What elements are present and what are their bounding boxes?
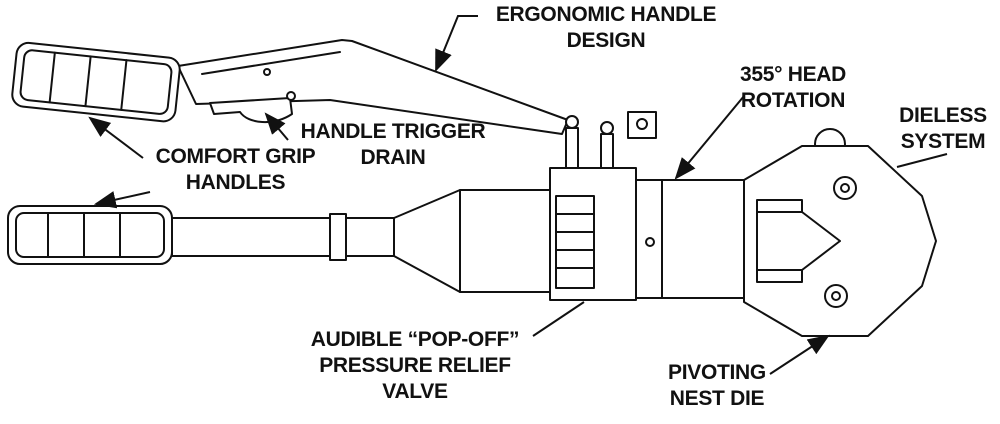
label-line: 355° HEAD	[739, 63, 847, 86]
upper-grip	[11, 41, 181, 123]
label-line: SYSTEM	[900, 130, 986, 153]
leader-comfort-grip-top	[88, 116, 144, 159]
label-line: DIELESS	[899, 104, 987, 127]
label-line: ROTATION	[740, 89, 846, 112]
label-pressure-relief-valve: AUDIBLE “POP-OFF” PRESSURE RELIEF VALVE	[295, 327, 535, 405]
tool-body	[171, 111, 745, 301]
label-line: AUDIBLE “POP-OFF”	[310, 328, 520, 351]
label-ergonomic-handle-design: ERGONOMIC HANDLE DESIGN	[476, 2, 736, 54]
leader-dieless-system	[896, 153, 948, 168]
label-line: DRAIN	[360, 146, 426, 169]
handle-trigger	[209, 97, 293, 123]
label-pivoting-nest-die: PIVOTING NEST DIE	[658, 360, 776, 412]
crimping-head	[743, 128, 937, 337]
leader-comfort-grip-bottom	[93, 191, 151, 209]
jaw-opening	[756, 199, 841, 283]
label-line: PIVOTING	[668, 361, 766, 384]
label-line: VALVE	[382, 380, 448, 403]
leader-head-rotation	[674, 95, 745, 180]
label-comfort-grip-handles: COMFORT GRIP HANDLES	[143, 144, 328, 196]
leader-ergonomic-handle	[435, 15, 478, 73]
leader-handle-trigger	[264, 112, 289, 141]
label-line: ERGONOMIC HANDLE	[495, 3, 717, 26]
label-head-rotation: 355° HEAD ROTATION	[723, 62, 863, 114]
upper-handle	[11, 39, 569, 135]
label-line: NEST DIE	[669, 387, 765, 410]
label-handle-trigger-drain: HANDLE TRIGGER DRAIN	[283, 119, 503, 171]
leader-lines	[88, 15, 948, 375]
label-line: PRESSURE RELIEF	[319, 354, 511, 377]
label-line: DESIGN	[566, 29, 646, 52]
leader-pressure-relief	[532, 301, 585, 337]
label-line: HANDLE TRIGGER	[300, 120, 486, 143]
label-line: COMFORT GRIP	[155, 145, 316, 168]
pressure-relief-valve	[555, 195, 595, 289]
label-line: HANDLES	[185, 171, 286, 194]
lower-handle	[7, 205, 173, 265]
label-dieless-system: DIELESS SYSTEM	[888, 103, 998, 155]
leader-pivoting-nest-die	[769, 334, 830, 375]
